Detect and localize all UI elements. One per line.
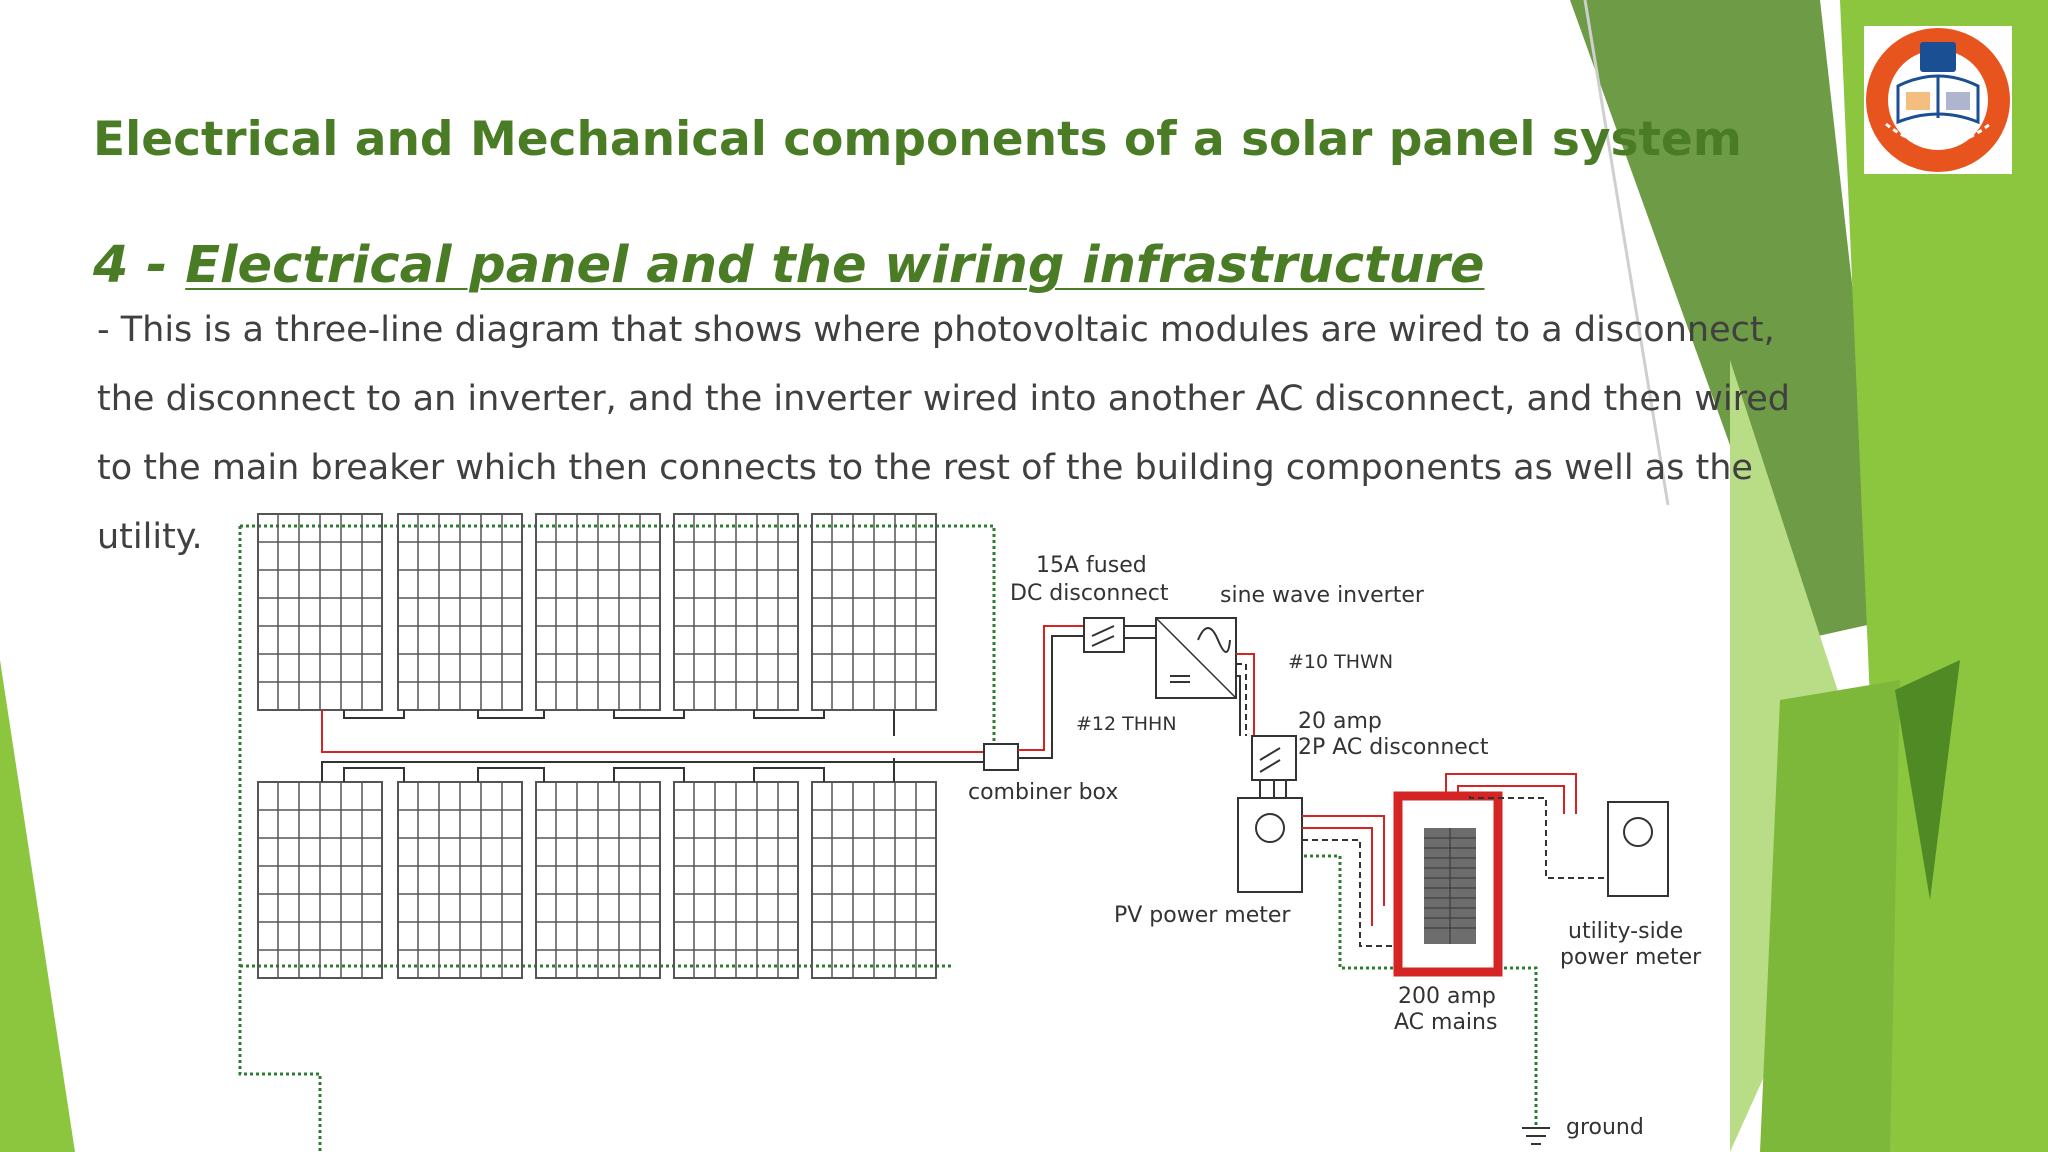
pv-power-meter <box>1237 797 1303 893</box>
ground-wire <box>1304 854 1538 1128</box>
solar-panel <box>397 513 523 711</box>
wire-10-label: #10 THWN <box>1288 651 1393 673</box>
dc-positive-wire <box>321 710 984 753</box>
fused-disconnect-label: DC disconnect <box>1010 581 1169 606</box>
deco-shape-mid <box>1760 680 1900 1152</box>
body-line: to the main breaker which then connects … <box>97 448 1753 488</box>
solar-panel <box>257 513 383 711</box>
ground-label: ground <box>1566 1115 1644 1140</box>
section-heading-text: Electrical panel and the wiring infrastr… <box>185 236 1485 295</box>
ac-mains-label: 200 amp <box>1398 984 1496 1009</box>
diagram-canvas: combiner box 15A fused DC disconnect sin… <box>238 513 1702 1152</box>
deco-shape-dark <box>1570 0 1890 640</box>
solar-panel <box>535 781 661 979</box>
solar-panel <box>673 513 799 711</box>
body-line: utility. <box>97 517 203 557</box>
ac-mains-label: AC mains <box>1394 1010 1497 1035</box>
body-line: the disconnect to an inverter, and the i… <box>97 379 1790 419</box>
deco-line <box>1583 0 1670 506</box>
solar-panel <box>535 513 661 711</box>
wire-12-label: #12 THHN <box>1076 713 1177 735</box>
slide-title: Electrical and Mechanical components of … <box>93 112 1742 167</box>
three-line-diagram: combiner box 15A fused DC disconnect sin… <box>214 506 1730 1152</box>
utility-meter-label: utility-side <box>1568 919 1683 944</box>
solar-panel <box>673 781 799 979</box>
solar-panel <box>811 781 937 979</box>
utility-side-power-meter <box>1607 801 1669 897</box>
solar-panel <box>811 513 937 711</box>
solar-array-bottom <box>257 758 937 979</box>
solar-panel <box>397 781 523 979</box>
ground-icon <box>1522 1127 1550 1145</box>
fused-disconnect-label: 15A fused <box>1036 553 1147 578</box>
deco-shape-left <box>0 660 75 1152</box>
section-number: 4 - <box>93 236 168 295</box>
solar-array-top <box>257 513 937 736</box>
meter-dial-icon <box>1255 813 1285 843</box>
ac-disconnect-label: 20 amp <box>1298 709 1382 734</box>
body-line: - This is a three-line diagram that show… <box>97 310 1775 350</box>
ac-disconnect <box>1251 735 1297 781</box>
combiner-box <box>983 743 1019 771</box>
ground-wire <box>238 526 322 1152</box>
combiner-box-label: combiner box <box>968 780 1118 805</box>
inverter-label: sine wave inverter <box>1220 583 1425 608</box>
ground-wire <box>240 524 1018 760</box>
pv-meter-label: PV power meter <box>1114 903 1291 928</box>
utility-meter-label: power meter <box>1560 945 1702 970</box>
body-paragraph: - This is a three-line diagram that show… <box>97 296 1817 572</box>
solar-panel <box>257 781 383 979</box>
dc-negative-wire <box>321 761 984 782</box>
dc-disconnect <box>1083 617 1125 653</box>
university-seal-icon <box>1866 28 2010 172</box>
ac-disconnect-label: 2P AC disconnect <box>1298 735 1489 760</box>
meter-dial-icon <box>1623 817 1653 847</box>
university-logo <box>1864 26 2012 174</box>
section-heading: 4 - Electrical panel and the wiring infr… <box>93 236 1485 295</box>
deco-shape-deep <box>1895 660 1960 900</box>
